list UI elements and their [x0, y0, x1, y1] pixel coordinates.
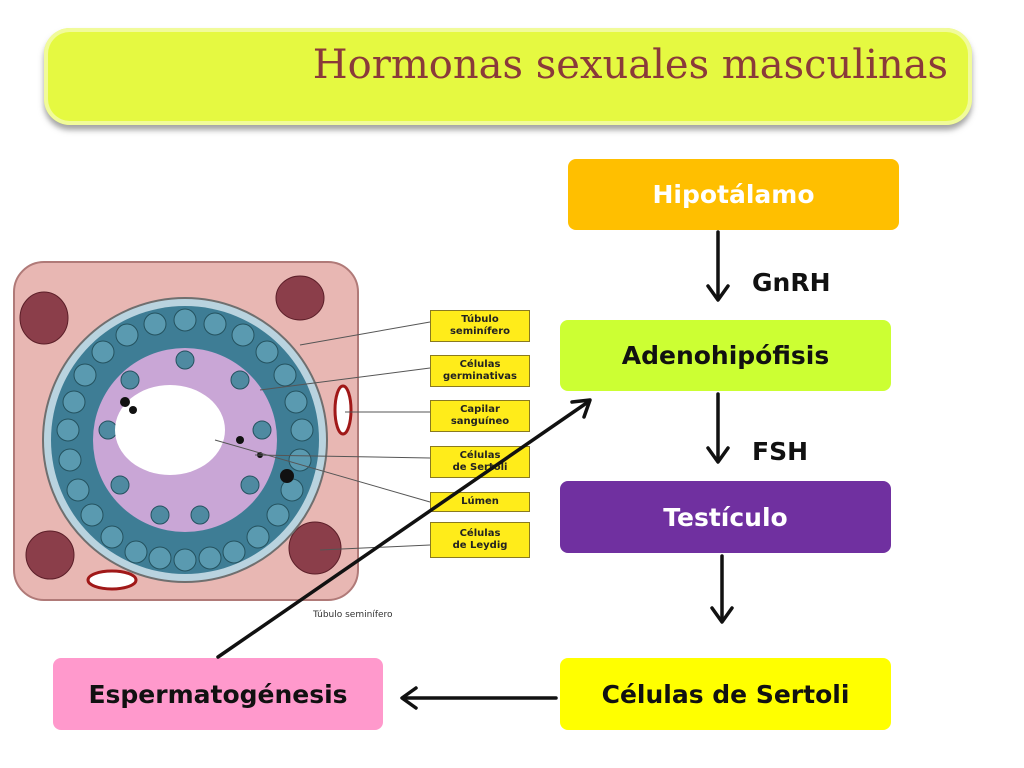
arrow-espermatogenesis-to-adenohipofisis	[216, 398, 592, 659]
label-celulas-germinativas: Células germinativas	[430, 355, 530, 387]
label-capilar-sanguineo: Capilar sanguíneo	[430, 400, 530, 432]
label-celulas-de-sertoli: Células de Sertoli	[430, 446, 530, 478]
capillary	[86, 569, 138, 591]
lumen	[115, 385, 225, 475]
page-title: Hormonas sexuales masculinas	[312, 42, 948, 88]
label-lumen: Lúmen	[430, 492, 530, 512]
label-celulas-de-leydig: Células de Leydig	[430, 522, 530, 558]
capillary	[333, 384, 353, 436]
box-testiculo: Testículo	[560, 481, 891, 553]
box-espermatogenesis: Espermatogénesis	[53, 658, 383, 730]
arrow-sertoli-to-espermatogenesis	[400, 686, 558, 710]
title-banner: Hormonas sexuales masculinas	[44, 28, 972, 125]
leydig-cell-clusters	[19, 275, 342, 580]
hormone-label-gnrh: GnRH	[752, 268, 831, 297]
arrow-hipotalamo-to-adenohipofisis	[706, 230, 730, 302]
box-hipotalamo: Hipotálamo	[568, 159, 899, 230]
germinal-cells	[56, 308, 314, 572]
arrow-testiculo-to-sertoli	[710, 554, 734, 624]
inner-germinal-cells	[98, 350, 272, 525]
label-tubulo-seminifero: Túbulo seminífero	[430, 310, 530, 342]
box-adenohipofisis: Adenohipófisis	[560, 320, 891, 391]
spermatozoa-heads	[120, 397, 294, 483]
illustration-caption: Túbulo seminífero	[313, 610, 393, 620]
box-celulas-de-sertoli: Células de Sertoli	[560, 658, 891, 730]
hormone-label-fsh: FSH	[752, 437, 809, 466]
arrow-adenohipofisis-to-testiculo	[706, 392, 730, 464]
